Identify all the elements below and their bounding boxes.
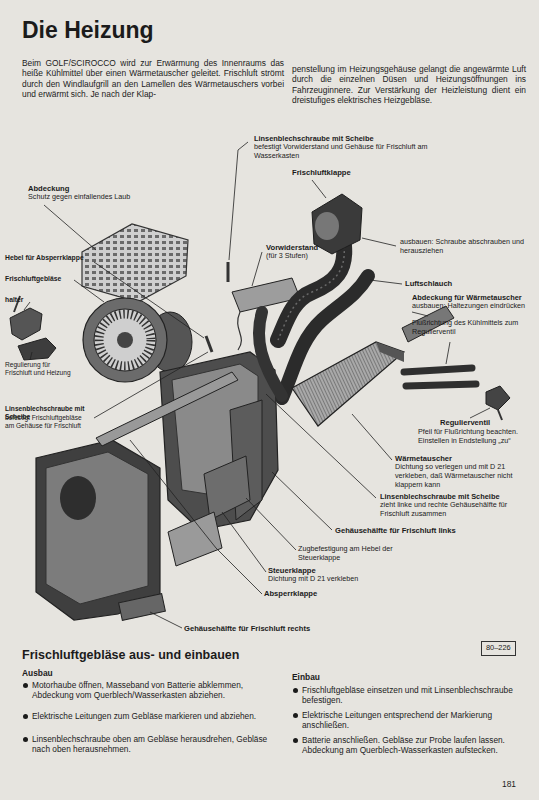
instruction-step: Elektrische Leitungen entsprechend der M…: [302, 710, 528, 730]
part-note: befestigt Frischluftgebläse am Gehäuse f…: [5, 414, 91, 430]
leader-line: [24, 302, 30, 310]
instruction-step: Frischluftgebläse einsetzen und mit Lins…: [302, 685, 528, 705]
screw: [206, 336, 212, 352]
instruction-step: Linsenblechschraube oben am Gebläse hera…: [32, 734, 270, 754]
blower-hub: [117, 332, 133, 348]
part-name: Absperrklappe: [264, 589, 317, 598]
page-title: Die Heizung: [22, 16, 154, 44]
intro-text: Beim GOLF/SCIROCCO wird zur Erwärmung de…: [22, 58, 284, 99]
coolant-pipe: [406, 384, 476, 386]
part-note: zieht linke und rechte Gehäusehälfte für…: [380, 501, 520, 519]
part-note: Dichtung mit D 21 verkleben: [268, 575, 358, 584]
part-name: Abdeckung für Wärmetauscher: [412, 293, 522, 302]
subheading: Einbau: [292, 672, 320, 682]
part-note: Pfeil für Flußrichtung beachten. Einstel…: [418, 428, 526, 446]
valve-lever: [498, 410, 502, 420]
fresh-air-flap-face: [315, 212, 339, 240]
blower-vanes: [99, 314, 151, 366]
instruction-step: Motorhaube öffnen, Masseband von Batteri…: [32, 680, 270, 700]
leader-line: [130, 440, 262, 594]
blower-housing: [83, 298, 167, 382]
leader-line: [246, 498, 296, 550]
part-name: Frischluftgebläse: [5, 275, 61, 283]
part-note: (für 3 Stufen): [266, 252, 308, 261]
bullet-dot: [23, 737, 28, 742]
leader-line: [222, 512, 266, 572]
leader-line: [74, 280, 104, 302]
part-name: Hebel für Absperrklappe: [5, 254, 84, 262]
leader-line: [252, 252, 262, 286]
page-number: 181: [502, 779, 516, 789]
heat-exchanger: [292, 342, 404, 426]
instruction-step: Batterie anschließen. Gebläse zur Probe …: [302, 735, 528, 755]
leader-line: [44, 205, 96, 250]
housing-right: [36, 440, 160, 620]
regulating-valve: [486, 386, 510, 410]
coolant-pipe: [404, 368, 472, 372]
part-name: Luftschlauch: [405, 279, 452, 288]
shutoff-flap-lower: [168, 512, 222, 566]
leader-line: [94, 352, 208, 418]
housing-right-face: [46, 452, 148, 604]
bullet-dot: [23, 683, 28, 688]
part-name: Frischluftklappe: [292, 168, 351, 177]
figure-number-box: 80–226: [481, 641, 516, 656]
part-name: Wärmetauscher: [395, 454, 452, 463]
shutoff-flap: [96, 372, 238, 446]
leader-line: [229, 142, 248, 260]
bullet-dot: [293, 713, 298, 718]
leader-line: [272, 472, 332, 530]
blower-wheel: [94, 309, 156, 371]
control-flap: [204, 456, 250, 520]
bullet-dot: [23, 714, 28, 719]
part-note: ausbauen: Haltezungen eindrücken: [412, 302, 525, 311]
housing-right-opening: [60, 476, 96, 520]
resistor-wire: [238, 312, 242, 350]
air-duct: [259, 312, 282, 396]
holder-part: [10, 308, 42, 340]
part-name: Steuerklappe: [268, 566, 316, 575]
part-note: Schutz gegen einfallendes Laub: [28, 193, 130, 202]
part-note: Zugbefestigung am Hebel der Steuerklappe: [298, 545, 408, 563]
section-heading: Frischluftgebläse aus- und einbauen: [22, 648, 239, 663]
heat-exchanger-tank: [376, 342, 404, 362]
leader-line: [352, 414, 392, 460]
regulation-lever: [18, 338, 56, 360]
leader-line: [362, 238, 396, 246]
leader-line: [412, 312, 428, 316]
part-note: Regulierung für Frischluft und Heizung: [5, 361, 77, 377]
screw: [227, 262, 230, 282]
part-name: Linsenblechschraube mit Scheibe: [254, 134, 454, 143]
leader-line: [470, 408, 490, 418]
intro-text: penstellung im Heizungsgehäuse gelangt d…: [292, 64, 526, 105]
fresh-air-flap: [312, 194, 362, 254]
part-name: Abdeckung: [28, 184, 69, 193]
figure-number: 80–226: [486, 644, 511, 653]
part-name: halter: [5, 296, 24, 304]
part-note: befestigt Vorwiderstand und Gehäuse für …: [254, 143, 434, 161]
leader-line: [446, 342, 450, 364]
part-name: Gehäusehälfte für Frischluft links: [335, 526, 456, 535]
part-note: Flußrichtung des Kühlmittels zum Regulie…: [412, 319, 524, 337]
leader-line: [94, 262, 204, 338]
leader-line: [312, 180, 326, 198]
subheading: Ausbau: [22, 668, 53, 678]
instruction-step: Elektrische Leitungen zum Gebläse markie…: [32, 711, 270, 721]
part-name: Gehäusehälfte für Frischluft rechts: [184, 624, 310, 633]
part-note: Dichtung so verlegen und mit D 21 verkle…: [395, 463, 525, 489]
bullet-dot: [293, 688, 298, 693]
part-name: Vorwiderstand: [266, 243, 318, 252]
leader-line: [370, 280, 402, 284]
part-name: Linsenblechschraube mit Scheibe: [380, 492, 500, 501]
leader-line: [30, 352, 32, 360]
leader-line: [150, 612, 182, 628]
bullet-dot: [293, 738, 298, 743]
part-note: ausbauen: Schraube abschrauben und herau…: [400, 238, 525, 256]
part-name: Regulierventil: [440, 418, 490, 427]
